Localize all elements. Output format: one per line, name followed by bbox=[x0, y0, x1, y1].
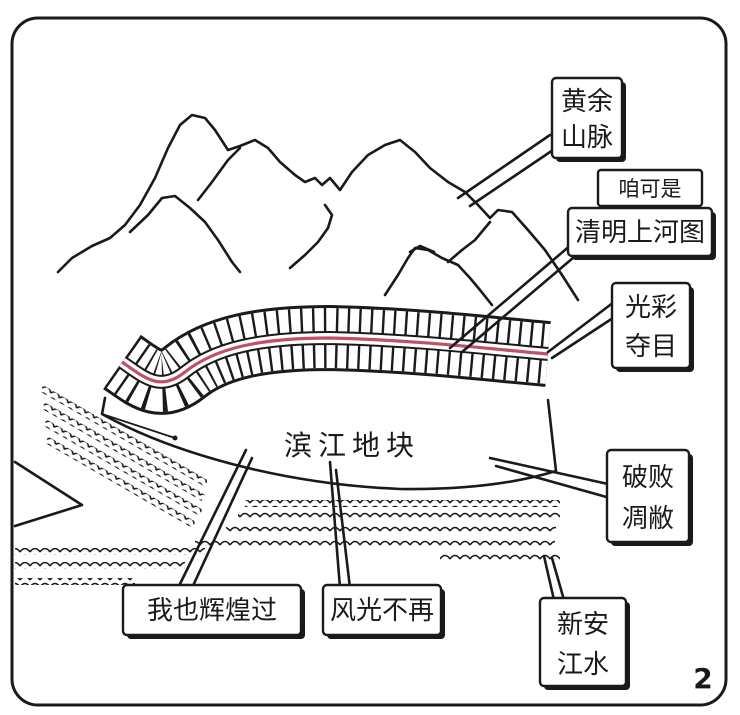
wave-row bbox=[15, 562, 185, 569]
callout-text: 风光不再 bbox=[330, 596, 434, 626]
callout-box bbox=[605, 448, 691, 544]
leader-dazzling bbox=[546, 300, 618, 360]
callout-box bbox=[550, 76, 624, 160]
riverside-plot bbox=[100, 396, 558, 491]
callout-text: 清明上河图 bbox=[575, 218, 705, 248]
wave-row bbox=[195, 540, 555, 547]
callout-text-line2: 山脉 bbox=[561, 123, 613, 153]
leader-painting bbox=[448, 242, 582, 354]
mountain-middle-slope bbox=[196, 146, 242, 202]
plot-corner-dot bbox=[172, 435, 178, 441]
leader-mountains bbox=[456, 133, 558, 208]
wave-row bbox=[39, 385, 208, 487]
callout-box bbox=[596, 168, 704, 208]
callout-boast: 咱可是 bbox=[596, 168, 704, 208]
callout-faded: 风光不再 bbox=[321, 583, 445, 639]
wave-row bbox=[15, 578, 135, 585]
leader-dilapidated bbox=[488, 456, 612, 500]
wave-row bbox=[226, 526, 556, 533]
wave-row bbox=[15, 548, 205, 555]
page-number: 2 bbox=[693, 662, 712, 695]
mountain-middle-ridge bbox=[288, 203, 334, 270]
leader-lines bbox=[176, 133, 618, 602]
leader-river bbox=[542, 554, 566, 602]
wave-row bbox=[43, 419, 203, 516]
callout-dilapidated: 破败 凋敝 bbox=[605, 448, 693, 546]
mountain-right-connector bbox=[446, 220, 492, 264]
river-sandbar bbox=[13, 460, 84, 528]
mountain-back-ridge bbox=[56, 113, 580, 302]
callout-mountains: 黄余 山脉 bbox=[550, 76, 626, 162]
callout-dazzling: 光彩 夺目 bbox=[610, 281, 694, 372]
callout-painting: 清明上河图 bbox=[566, 206, 716, 260]
mountain-range bbox=[56, 113, 580, 307]
callout-box bbox=[566, 206, 714, 258]
wave-row bbox=[238, 512, 560, 519]
callout-text: 咱可是 bbox=[619, 177, 682, 201]
mountain-right-front bbox=[383, 246, 494, 307]
callout-text-line1: 黄余 bbox=[561, 87, 613, 117]
wave-row bbox=[440, 553, 560, 560]
plot-inner-edge bbox=[101, 413, 176, 439]
wave-diagonal-group bbox=[39, 385, 208, 528]
wave-row bbox=[41, 402, 206, 502]
callout-text-line1: 新安 bbox=[557, 610, 609, 640]
callout-river: 新安 江水 bbox=[538, 596, 630, 690]
callout-text-line2: 凋敝 bbox=[622, 504, 674, 534]
callout-box bbox=[321, 583, 443, 637]
wave-row bbox=[245, 500, 560, 507]
callout-text-line2: 江水 bbox=[557, 650, 609, 680]
callout-text-line1: 光彩 bbox=[625, 293, 677, 323]
wave-row bbox=[44, 436, 196, 528]
leader-faded bbox=[328, 460, 352, 590]
callout-text-line1: 破败 bbox=[622, 463, 674, 493]
callout-box bbox=[538, 596, 628, 688]
plot-label: 滨江地块 bbox=[284, 429, 420, 462]
callout-box bbox=[121, 583, 303, 637]
mountain-right-peak-edge bbox=[408, 244, 436, 254]
callout-box bbox=[610, 281, 692, 370]
callout-glorious: 我也辉煌过 bbox=[121, 583, 305, 639]
plot-outline bbox=[100, 396, 558, 491]
callout-text: 我也辉煌过 bbox=[147, 596, 277, 626]
callout-text-line2: 夺目 bbox=[625, 332, 677, 362]
mountain-front-left bbox=[128, 194, 242, 274]
river-waves bbox=[13, 385, 560, 585]
leader-glorious bbox=[176, 448, 254, 590]
